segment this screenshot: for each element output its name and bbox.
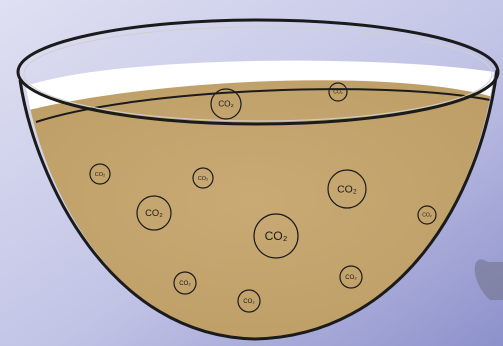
co2-bubble-label: CO₂: [337, 184, 357, 195]
co2-bubble-label: CO₂: [345, 275, 357, 281]
co2-bubble-label: CO₂: [422, 213, 432, 219]
co2-bubble-label: CO₂: [218, 100, 234, 109]
co2-bubble-label: CO₂: [198, 176, 208, 182]
co2-bubble-label: CO₂: [95, 172, 105, 178]
co2-bubble-label: CO₂: [265, 229, 288, 243]
co2-bubble-label: CO₂: [179, 281, 191, 287]
co2-bubble-label: CO₂: [333, 90, 343, 96]
co2-bubble-label: CO₂: [243, 299, 255, 305]
co2-bubble-label: CO₂: [145, 208, 163, 218]
